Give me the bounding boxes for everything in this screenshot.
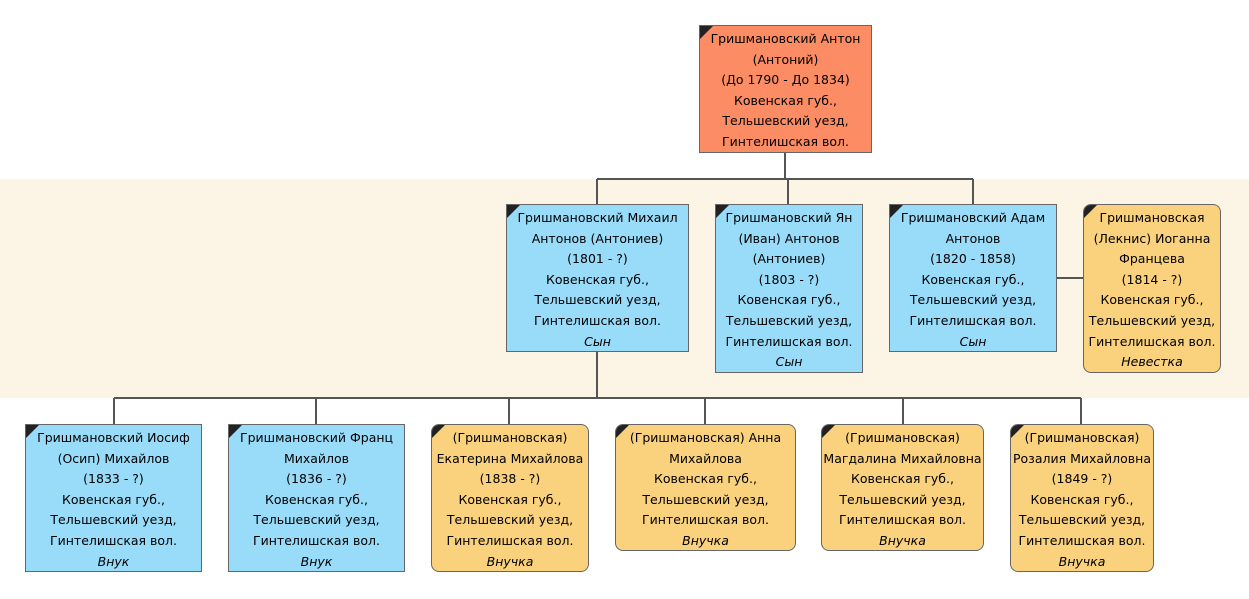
person-line: (Антониев) bbox=[752, 251, 826, 267]
person-line: Ковенская губ., bbox=[737, 292, 841, 308]
relation-label: Внучка bbox=[879, 532, 926, 548]
person-card-grandchild[interactable]: Гришмановский Иосиф (Осип) Михайлов (183… bbox=[25, 424, 202, 572]
person-card-grandchild[interactable]: Гришмановский Франц Михайлов (1836 - ?) … bbox=[228, 424, 405, 572]
person-card-child[interactable]: Гришмановский Ян (Иван) Антонов (Антоние… bbox=[715, 204, 863, 373]
person-line: (1814 - ?) bbox=[1121, 271, 1183, 287]
deceased-ribbon-icon bbox=[616, 425, 629, 438]
person-line: Ковенская губ., bbox=[1100, 292, 1204, 308]
person-line: Тельшевский уезд, bbox=[534, 292, 661, 308]
person-line: (Гришмановская) bbox=[845, 430, 960, 445]
person-line: Гришмановский Адам bbox=[900, 210, 1046, 225]
deceased-ribbon-icon bbox=[432, 425, 445, 438]
person-line: (1820 - 1858) bbox=[930, 251, 1016, 267]
relation-label: Сын bbox=[959, 333, 987, 349]
deceased-ribbon-icon bbox=[1084, 205, 1097, 218]
person-line: Тельшевский уезд, bbox=[1088, 312, 1216, 328]
person-line: (Лекнис) Иоганна bbox=[1093, 230, 1211, 246]
person-line: Тельшевский уезд, bbox=[253, 512, 380, 528]
person-line: Тельшевский уезд, bbox=[725, 312, 853, 328]
deceased-ribbon-icon bbox=[1011, 425, 1024, 438]
deceased-ribbon-icon bbox=[700, 26, 713, 39]
person-line: Тельшевский уезд, bbox=[50, 512, 177, 528]
person-line: Тельшевский уезд, bbox=[1018, 512, 1146, 528]
relation-label: Внучка bbox=[486, 553, 534, 569]
person-line: (1838 - ?) bbox=[479, 471, 541, 487]
person-card-root[interactable]: Гришмановский Антон (Антоний) (До 1790 -… bbox=[699, 25, 872, 153]
person-line: Гинтелишская вол. bbox=[534, 312, 661, 328]
person-line: Гинтелишская вол. bbox=[253, 532, 380, 548]
person-line: Гинтелишская вол. bbox=[725, 333, 853, 349]
person-line: (Осип) Михайлов bbox=[57, 450, 170, 466]
person-line: Гинтелишская вол. bbox=[839, 512, 966, 528]
person-line: Ковенская губ., bbox=[265, 491, 368, 507]
relation-label: Внучка bbox=[682, 532, 729, 548]
person-line: Гинтелишская вол. bbox=[1088, 333, 1216, 349]
person-line: Ковенская губ., bbox=[921, 271, 1025, 287]
person-line: Гришмановский Франц bbox=[239, 430, 394, 445]
deceased-ribbon-icon bbox=[716, 205, 729, 218]
person-card-grandchild[interactable]: (Гришмановская) Магдалина Михайловна Ков… bbox=[821, 424, 984, 551]
person-line: Францева bbox=[1119, 251, 1185, 267]
relation-label: Невестка bbox=[1121, 354, 1183, 370]
person-line: Тельшевский уезд, bbox=[722, 113, 849, 129]
deceased-ribbon-icon bbox=[890, 205, 903, 218]
deceased-ribbon-icon bbox=[822, 425, 835, 438]
person-line: Гинтелишская вол. bbox=[642, 512, 769, 528]
person-line: Ковенская губ., bbox=[734, 92, 837, 108]
person-line: Гинтелишская вол. bbox=[1018, 532, 1146, 548]
person-line: Гришмановский Антон bbox=[710, 31, 861, 46]
relation-label: Внучка bbox=[1058, 553, 1106, 569]
person-line: Тельшевский уезд, bbox=[446, 512, 574, 528]
relation-label: Внук bbox=[300, 553, 333, 569]
person-line: Михайлов bbox=[283, 450, 350, 466]
person-line: (Иван) Антонов bbox=[738, 230, 840, 246]
person-line: (До 1790 - До 1834) bbox=[721, 72, 850, 88]
person-line: (1803 - ?) bbox=[758, 271, 820, 287]
person-line: Ковенская губ., bbox=[546, 271, 649, 287]
person-line: Гришмановский Михаил bbox=[517, 210, 678, 225]
person-line: (Гришмановская) bbox=[1024, 430, 1140, 445]
person-line: Гинтелишская вол. bbox=[50, 532, 177, 548]
person-line: Тельшевский уезд, bbox=[839, 491, 966, 507]
person-line: (1849 - ?) bbox=[1051, 471, 1113, 487]
deceased-ribbon-icon bbox=[507, 205, 520, 218]
person-line: (Гришмановская) bbox=[452, 430, 568, 445]
relation-label: Сын bbox=[775, 354, 803, 370]
person-line: Ковенская губ., bbox=[62, 491, 165, 507]
deceased-ribbon-icon bbox=[26, 425, 39, 438]
person-line: Антонов (Антониев) bbox=[531, 230, 664, 246]
person-line: Михайлова bbox=[669, 450, 742, 466]
person-line: Тельшевский уезд, bbox=[909, 292, 1037, 308]
person-line: Магдалина Михайловна bbox=[823, 450, 982, 466]
deceased-ribbon-icon bbox=[229, 425, 242, 438]
person-card-grandchild[interactable]: (Гришмановская) Розалия Михайловна (1849… bbox=[1010, 424, 1154, 572]
person-line: Антонов bbox=[945, 230, 1001, 246]
person-line: (1833 - ?) bbox=[83, 471, 144, 487]
relation-label: Внук bbox=[97, 553, 130, 569]
person-line: Екатерина Михайлова bbox=[436, 450, 584, 466]
person-card-grandchild[interactable]: (Гришмановская) Екатерина Михайлова (183… bbox=[431, 424, 589, 572]
person-line: (1801 - ?) bbox=[567, 251, 628, 267]
person-line: Гинтелишская вол. bbox=[909, 312, 1037, 328]
person-line: Гинтелишская вол. bbox=[446, 532, 574, 548]
person-line: Гришмановская bbox=[1099, 210, 1205, 225]
person-line: Ковенская губ., bbox=[1030, 491, 1134, 507]
person-line: Гинтелишская вол. bbox=[722, 133, 849, 149]
person-line: (Гришмановская) Анна bbox=[629, 430, 782, 445]
person-line: Ковенская губ., bbox=[458, 491, 562, 507]
person-line: (Антоний) bbox=[752, 51, 819, 67]
person-line: Розалия Михайловна bbox=[1012, 450, 1152, 466]
person-card-spouse[interactable]: Гришмановская (Лекнис) Иоганна Францева … bbox=[1083, 204, 1221, 373]
person-line: Гришмановский Иосиф bbox=[37, 430, 190, 445]
person-line: (1836 - ?) bbox=[286, 471, 347, 487]
person-card-child[interactable]: Гришмановский Михаил Антонов (Антониев) … bbox=[506, 204, 689, 352]
person-card-child[interactable]: Гришмановский Адам Антонов (1820 - 1858)… bbox=[889, 204, 1057, 352]
person-line: Ковенская губ., bbox=[851, 471, 954, 487]
person-card-grandchild[interactable]: (Гришмановская) Анна Михайлова Ковенская… bbox=[615, 424, 796, 551]
relation-label: Сын bbox=[584, 333, 611, 349]
person-line: Ковенская губ., bbox=[654, 471, 757, 487]
person-line: Тельшевский уезд, bbox=[642, 491, 769, 507]
person-line: Гришмановский Ян bbox=[725, 210, 853, 225]
